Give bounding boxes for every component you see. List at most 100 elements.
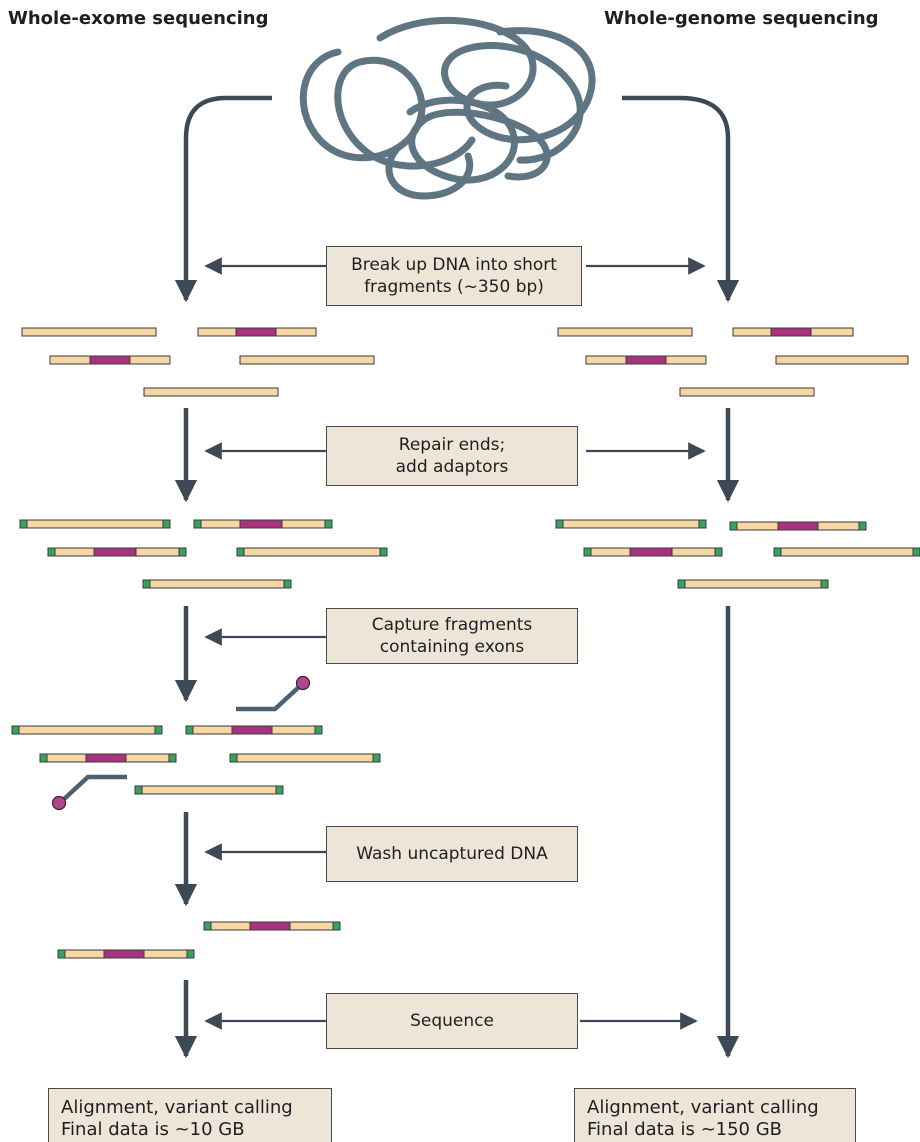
dna-fragment bbox=[557, 327, 693, 337]
exon-segment bbox=[235, 327, 277, 337]
exon-segment bbox=[93, 547, 137, 557]
result-text-line: Final data is ~150 GB bbox=[587, 1119, 783, 1140]
result-text-line: Alignment, variant calling bbox=[587, 1097, 819, 1118]
adaptor-end bbox=[372, 753, 381, 763]
step-side-arrows bbox=[204, 257, 706, 1030]
step-text-line: Repair ends; bbox=[398, 435, 506, 455]
step-text-line: add adaptors bbox=[395, 457, 509, 477]
result-text-line: Final data is ~10 GB bbox=[61, 1119, 245, 1140]
step-sequence: Sequence bbox=[326, 993, 578, 1049]
exon-segment bbox=[103, 949, 145, 959]
step-text-line: Capture fragments bbox=[371, 615, 533, 635]
adaptor-end bbox=[729, 521, 738, 531]
dna-fragment bbox=[229, 753, 381, 763]
adaptor-end bbox=[178, 547, 187, 557]
dna-fragment-with-exon bbox=[729, 521, 867, 531]
dna-fragment-with-exon bbox=[39, 753, 177, 763]
exon-segment bbox=[85, 753, 127, 763]
adaptor-end bbox=[47, 547, 56, 557]
adaptor-end bbox=[11, 725, 20, 735]
adaptor-end bbox=[714, 547, 723, 557]
adaptor-end bbox=[236, 547, 245, 557]
dna-fragment bbox=[679, 387, 815, 397]
exon-segment bbox=[89, 355, 131, 365]
adaptor-end bbox=[185, 725, 194, 735]
dna-fragment bbox=[134, 785, 284, 795]
adaptor-end bbox=[162, 519, 171, 529]
dna-fragment bbox=[143, 387, 279, 397]
adaptor-end bbox=[332, 921, 341, 931]
exon-segment bbox=[239, 519, 283, 529]
adaptor-end bbox=[154, 725, 163, 735]
dna-fragment bbox=[142, 579, 292, 589]
exon-segment bbox=[770, 327, 812, 337]
dna-fragment bbox=[677, 579, 829, 589]
adaptor-end bbox=[39, 753, 48, 763]
adaptor-end bbox=[912, 547, 920, 557]
step-text-line: Wash uncaptured DNA bbox=[356, 844, 548, 864]
adaptor-end bbox=[203, 921, 212, 931]
dna-fragment-with-exon bbox=[732, 327, 854, 337]
dna-fragment-with-exon bbox=[49, 355, 171, 365]
dna-fragment-with-exon bbox=[57, 949, 195, 959]
step-break-up-dna: Break up DNA into short fragments (~350 … bbox=[326, 246, 582, 306]
dna-fragment bbox=[11, 725, 163, 735]
adaptor-end bbox=[168, 753, 177, 763]
adaptor-end bbox=[275, 785, 284, 795]
result-genome: Alignment, variant calling Final data is… bbox=[574, 1088, 856, 1142]
step-text-line: fragments (~350 bp) bbox=[364, 277, 544, 297]
exon-segment bbox=[231, 725, 273, 735]
exome-heading: Whole-exome sequencing bbox=[8, 8, 269, 29]
dna-fragment bbox=[21, 327, 157, 337]
adaptor-end bbox=[820, 579, 829, 589]
adaptor-end bbox=[314, 725, 323, 735]
capture-probe-top bbox=[236, 675, 311, 712]
step-wash-uncaptured: Wash uncaptured DNA bbox=[326, 826, 578, 882]
exon-segment bbox=[629, 547, 673, 557]
adaptor-end bbox=[555, 519, 564, 529]
result-text-line: Alignment, variant calling bbox=[61, 1097, 293, 1118]
result-exome: Alignment, variant calling Final data is… bbox=[48, 1088, 332, 1142]
adaptor-end bbox=[324, 519, 333, 529]
step-text-line: Sequence bbox=[410, 1011, 494, 1031]
dna-fragment bbox=[555, 519, 707, 529]
dna-fragment bbox=[239, 355, 375, 365]
adaptor-end bbox=[134, 785, 143, 795]
dna-fragment-with-exon bbox=[585, 355, 707, 365]
dna-fragment bbox=[19, 519, 171, 529]
genomic-dna-tangle-icon bbox=[299, 16, 596, 200]
adaptor-end bbox=[19, 519, 28, 529]
exon-segment bbox=[625, 355, 667, 365]
adaptor-end bbox=[142, 579, 151, 589]
dna-fragment bbox=[775, 355, 909, 365]
capture-probe-bottom bbox=[51, 774, 127, 811]
dna-fragment-with-exon bbox=[197, 327, 317, 337]
adaptor-end bbox=[186, 949, 195, 959]
dna-fragments bbox=[11, 327, 920, 959]
dna-fragment bbox=[236, 547, 388, 557]
dna-fragment-with-exon bbox=[203, 921, 341, 931]
adaptor-end bbox=[57, 949, 66, 959]
adaptor-end bbox=[698, 519, 707, 529]
adaptor-end bbox=[379, 547, 388, 557]
dna-fragment-with-exon bbox=[193, 519, 333, 529]
step-repair-ends: Repair ends; add adaptors bbox=[326, 426, 578, 486]
step-capture-fragments: Capture fragments containing exons bbox=[326, 608, 578, 664]
adaptor-end bbox=[229, 753, 238, 763]
adaptor-end bbox=[773, 547, 782, 557]
adaptor-end bbox=[583, 547, 592, 557]
step-text-line: Break up DNA into short bbox=[351, 255, 557, 275]
dna-fragment-with-exon bbox=[185, 725, 323, 735]
exon-segment bbox=[249, 921, 291, 931]
adaptor-end bbox=[193, 519, 202, 529]
dna-fragment-with-exon bbox=[47, 547, 187, 557]
exon-segment bbox=[777, 521, 819, 531]
genome-heading: Whole-genome sequencing bbox=[604, 8, 879, 29]
adaptor-end bbox=[677, 579, 686, 589]
adaptor-end bbox=[858, 521, 867, 531]
flow-arrows bbox=[174, 95, 740, 1059]
step-text-line: containing exons bbox=[379, 637, 525, 657]
dna-fragment bbox=[773, 547, 920, 557]
dna-fragment-with-exon bbox=[583, 547, 723, 557]
